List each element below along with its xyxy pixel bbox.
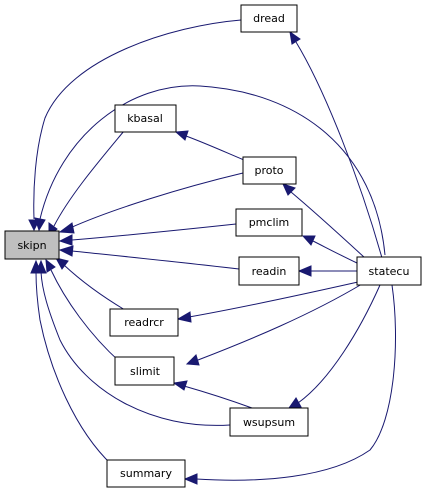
node-summary[interactable]: summary (106, 459, 186, 488)
edge-statecu-to-wsupsum (287, 284, 381, 409)
node-readrcr-box (109, 308, 179, 337)
edge-slimit-to-skipn (45, 258, 121, 363)
node-dread-label: dread (253, 12, 285, 25)
node-readrcr-label: readrcr (124, 316, 164, 329)
node-dread-box (240, 4, 298, 33)
node-kbasal-label: kbasal (127, 112, 163, 125)
edge-pmclim-to-skipn (58, 223, 237, 246)
node-kbasal[interactable]: kbasal (114, 104, 177, 133)
node-statecu[interactable]: statecu (356, 256, 422, 286)
edge-statecu-to-readin (297, 265, 357, 277)
edge-proto-to-skipn (58, 172, 244, 234)
node-skipn-label: skipn (17, 239, 46, 252)
node-readrcr[interactable]: readrcr (109, 308, 179, 337)
node-kbasal-box (114, 104, 177, 133)
edge-statecu-to-summary (183, 284, 397, 485)
node-wsupsum[interactable]: wsupsum (229, 407, 309, 437)
edge-statecu-to-readrcr (176, 281, 359, 323)
node-readin-box (238, 256, 300, 286)
node-summary-box (106, 459, 186, 488)
edge-wsupsum-to-skipn (35, 259, 231, 426)
node-slimit[interactable]: slimit (114, 356, 175, 386)
edges (28, 19, 397, 485)
nodes: skipn dread kbasal proto pmclim readin r… (4, 4, 422, 488)
node-proto-box (242, 156, 297, 185)
edge-kbasal-to-skipn (48, 130, 125, 238)
edge-statecu-to-slimit (185, 283, 363, 366)
node-pmclim-box (235, 208, 303, 237)
node-wsupsum-box (229, 407, 309, 437)
node-proto[interactable]: proto (242, 156, 297, 185)
node-pmclim[interactable]: pmclim (235, 208, 303, 237)
node-statecu-label: statecu (369, 265, 410, 278)
edge-proto-to-kbasal (174, 130, 245, 161)
node-readin-label: readin (252, 265, 287, 278)
edge-statecu-to-dread (289, 30, 383, 259)
edge-statecu-to-proto (282, 183, 366, 259)
node-summary-label: summary (120, 467, 172, 480)
edge-statecu-to-skipn (34, 85, 386, 256)
node-proto-label: proto (254, 164, 283, 177)
node-slimit-box (114, 356, 175, 386)
edge-readrcr-to-skipn (55, 257, 126, 311)
edge-readin-to-skipn (58, 245, 240, 270)
node-wsupsum-label: wsupsum (243, 416, 295, 429)
edge-wsupsum-to-slimit (172, 380, 253, 409)
node-skipn-box (4, 230, 60, 260)
node-statecu-box (356, 256, 422, 286)
node-skipn[interactable]: skipn (4, 230, 60, 260)
node-slimit-label: slimit (130, 365, 161, 378)
edge-summary-to-skipn (30, 259, 113, 466)
edge-statecu-to-pmclim (301, 235, 358, 264)
node-pmclim-label: pmclim (249, 216, 290, 229)
node-readin[interactable]: readin (238, 256, 300, 286)
node-dread[interactable]: dread (240, 4, 298, 33)
